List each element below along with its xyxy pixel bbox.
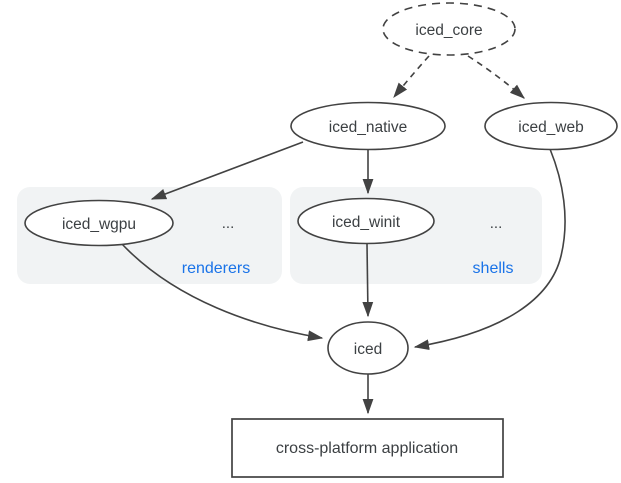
iced_core-label: iced_core <box>415 22 482 39</box>
node-iced_native: iced_native <box>290 101 446 151</box>
node-iced_wgpu: iced_wgpu <box>24 199 174 247</box>
edge-iced_core-iced_native <box>393 55 430 98</box>
node-iced_web: iced_web <box>484 101 618 151</box>
node-iced_core: iced_core <box>382 2 516 56</box>
iced_core-ellipse <box>382 2 516 56</box>
edge-iced_wgpu-iced <box>121 243 324 342</box>
shells-ellipsis: ... <box>490 215 503 232</box>
shells-group-label: shells <box>473 260 514 277</box>
edge-iced_winit-iced <box>362 243 374 318</box>
app-label: cross-platform application <box>276 440 458 457</box>
iced_winit-ellipse <box>297 197 435 245</box>
iced_native-ellipse <box>290 101 446 151</box>
node-iced: iced <box>327 321 409 375</box>
edge-iced_native-iced_wgpu <box>150 141 304 200</box>
app-rect <box>231 418 504 478</box>
node-cross-platform-application: cross-platform application <box>231 418 504 478</box>
edge-iced_core-iced_web <box>467 55 525 99</box>
iced_wgpu-ellipse <box>24 199 174 247</box>
iced_winit-label: iced_winit <box>332 214 401 231</box>
iced_web-label: iced_web <box>518 119 584 136</box>
iced_wgpu-label: iced_wgpu <box>62 216 136 233</box>
renderers-ellipsis: ... <box>222 215 235 232</box>
iced_web-ellipse <box>484 101 618 151</box>
iced-ellipse <box>327 321 409 375</box>
node-iced_winit: iced_winit <box>297 197 435 245</box>
edge-iced_web-iced <box>413 148 566 351</box>
renderers-group-label: renderers <box>182 260 250 277</box>
iced-label: iced <box>354 341 382 358</box>
iced_native-label: iced_native <box>329 119 407 136</box>
